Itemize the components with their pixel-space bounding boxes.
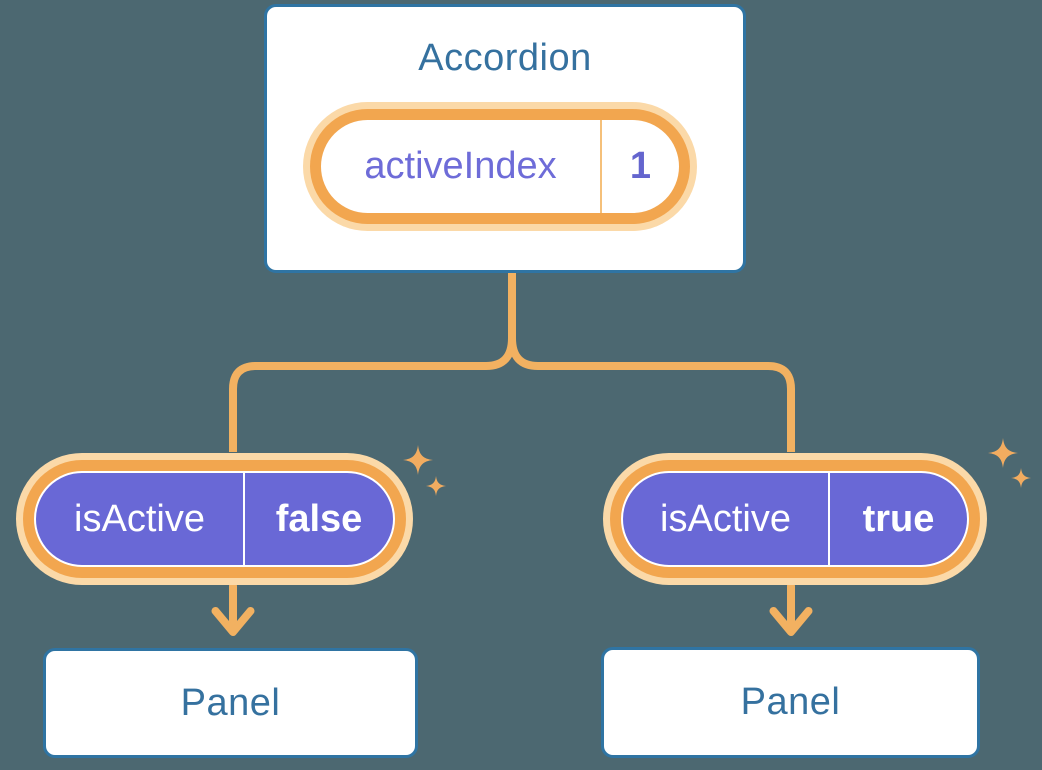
prop-value-label: true <box>862 497 935 540</box>
panel-card-left: Panel <box>43 648 418 758</box>
prop-pill-ring: isActive true <box>610 460 980 578</box>
state-pill-body: activeIndex 1 <box>321 120 679 213</box>
sparkle-icon <box>1011 468 1031 488</box>
arrow-down-icon <box>211 607 255 636</box>
state-value-label: 1 <box>629 145 652 187</box>
state-name-label: activeIndex <box>364 145 557 187</box>
sparkle-icon <box>426 476 446 496</box>
sparkle-icon <box>988 438 1018 468</box>
prop-pill-ring: isActive false <box>23 460 406 578</box>
prop-pill-body: isActive true <box>621 471 969 567</box>
state-pill: activeIndex 1 <box>303 102 697 231</box>
prop-name-label: isActive <box>74 497 205 540</box>
prop-pill-body: isActive false <box>34 471 395 567</box>
prop-pill-left: isActive false <box>16 453 413 585</box>
pill-divider <box>243 473 245 565</box>
panel-title: Panel <box>740 681 841 723</box>
state-pill-ring: activeIndex 1 <box>310 109 690 224</box>
pill-divider <box>600 120 602 213</box>
connector-branch-left <box>229 272 516 452</box>
prop-name-label: isActive <box>660 497 791 540</box>
accordion-title: Accordion <box>418 37 592 79</box>
pill-divider <box>828 473 830 565</box>
arrow-down-icon <box>769 607 813 636</box>
panel-title: Panel <box>180 681 281 724</box>
sparkle-icon <box>403 445 433 475</box>
panel-card-right: Panel <box>601 647 980 758</box>
prop-value-label: false <box>275 497 363 540</box>
connector-branch-right <box>508 272 795 452</box>
prop-pill-right: isActive true <box>603 453 987 585</box>
